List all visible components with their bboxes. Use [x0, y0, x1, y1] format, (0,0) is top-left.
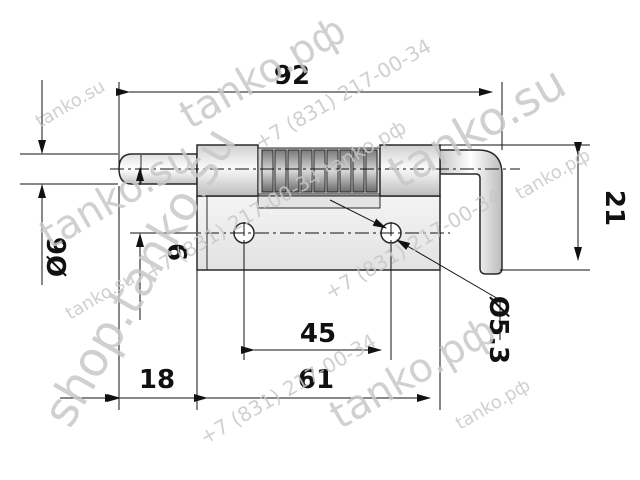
- plate-slot: [257, 195, 381, 209]
- bolt-hook: [439, 149, 503, 275]
- spring-latch-part: [118, 144, 503, 275]
- dim-hole-diameter: Ø5.3: [483, 296, 513, 364]
- dim-pin-offset: 6: [161, 243, 191, 261]
- dim-pin-diameter: Ø6: [43, 237, 73, 277]
- extension-lines: [20, 82, 590, 410]
- watermark-text: tanko.su: [32, 76, 109, 132]
- compression-spring: [257, 147, 381, 195]
- dimension-lines: [38, 80, 582, 402]
- dim-overall-length: 92: [274, 61, 310, 91]
- watermark-text: tanko.рф: [512, 145, 594, 204]
- right-knuckle: [379, 144, 441, 197]
- dim-hole-spacing: 45: [300, 319, 336, 349]
- dim-pin-length: 18: [139, 365, 175, 395]
- dim-height: 21: [599, 190, 629, 226]
- dim-plate-length: 61: [298, 365, 334, 395]
- watermark-text: tanko.рф: [452, 375, 534, 434]
